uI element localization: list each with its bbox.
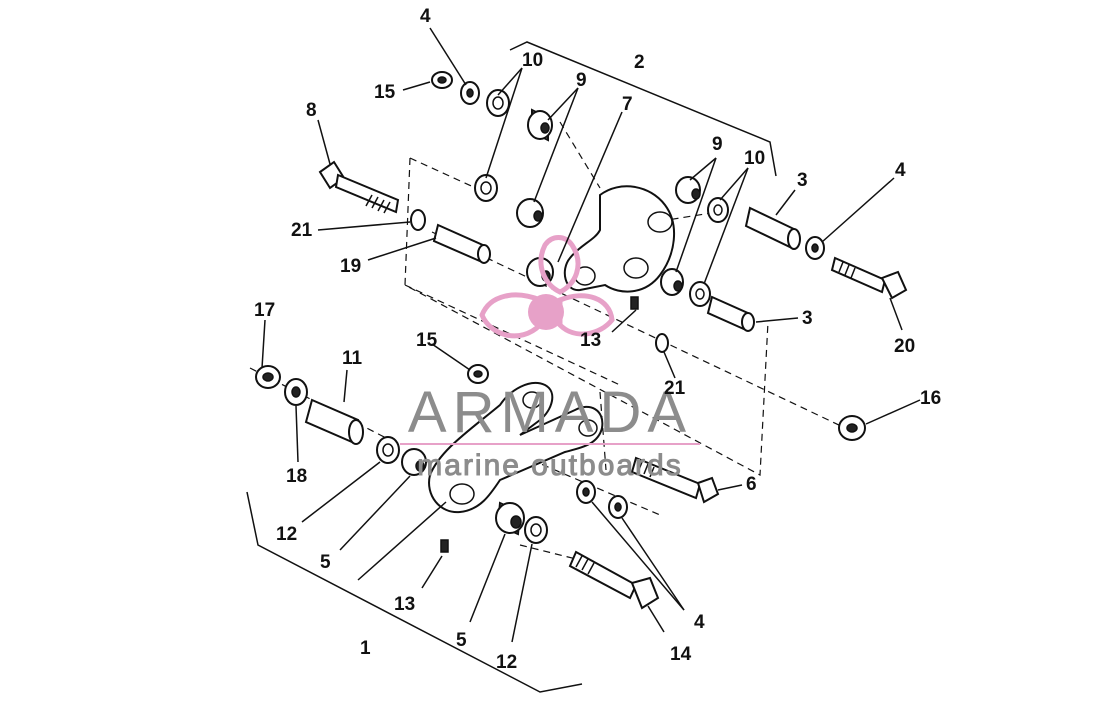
callout-19: 19 bbox=[340, 256, 361, 277]
part-nut-15-upper bbox=[431, 71, 453, 89]
part-nut-17 bbox=[255, 365, 281, 389]
propeller-hub-icon bbox=[528, 294, 564, 330]
callout-1: 1 bbox=[360, 638, 371, 659]
part-ring-10-center bbox=[474, 174, 498, 202]
callout-3: 3 bbox=[802, 308, 813, 329]
part-ring-10-right bbox=[707, 197, 729, 223]
callout-15: 15 bbox=[416, 330, 438, 351]
watermark-brand: ARMADA bbox=[408, 380, 692, 445]
part-washer-4-lower-b bbox=[608, 495, 628, 519]
callout-21: 21 bbox=[291, 220, 313, 241]
assembly-bracket-2 bbox=[509, 41, 777, 177]
part-bushing-9-right bbox=[675, 176, 701, 204]
propeller-logo-icon bbox=[479, 235, 615, 339]
callout-8: 8 bbox=[306, 100, 317, 121]
part-washer-4-upper bbox=[460, 81, 480, 105]
callout-10: 10 bbox=[522, 50, 543, 71]
part-washer-4-lower-a bbox=[576, 480, 596, 504]
callout-4: 4 bbox=[895, 160, 906, 181]
part-bolt-6 bbox=[630, 456, 720, 504]
part-oring-21-lower bbox=[655, 333, 669, 353]
part-nut-16 bbox=[838, 415, 866, 441]
callout-10: 10 bbox=[744, 148, 765, 169]
part-bushing-9-center bbox=[516, 198, 544, 228]
callout-9: 9 bbox=[712, 134, 723, 155]
part-washer-4-right bbox=[805, 236, 825, 260]
part-bushing-5-right bbox=[495, 501, 525, 536]
part-ring-12-right bbox=[524, 516, 548, 544]
callout-5: 5 bbox=[320, 552, 331, 573]
part-ring-10-upper bbox=[486, 89, 510, 117]
part-bolt-20 bbox=[830, 256, 908, 300]
callout-16: 16 bbox=[920, 388, 941, 409]
callout-3: 3 bbox=[797, 170, 808, 191]
callout-5: 5 bbox=[456, 630, 467, 651]
callout-7: 7 bbox=[622, 94, 633, 115]
watermark-tagline: marine outboards bbox=[417, 449, 682, 482]
callout-11: 11 bbox=[342, 348, 363, 369]
part-sleeve-19 bbox=[432, 223, 491, 264]
part-sleeve-3-upper bbox=[744, 206, 801, 250]
leader-lines bbox=[261, 27, 921, 643]
armada-watermark: ARMADA marine outboards bbox=[400, 235, 700, 483]
part-bolt-14 bbox=[568, 550, 660, 610]
part-bushing-9-right-lower bbox=[660, 268, 684, 296]
callout-12: 12 bbox=[496, 652, 517, 673]
callout-4: 4 bbox=[694, 612, 705, 633]
part-upper-link-7 bbox=[563, 185, 676, 293]
part-sleeve-11 bbox=[304, 398, 364, 445]
assembly-bracket-1 bbox=[246, 491, 583, 693]
callout-14: 14 bbox=[670, 644, 692, 665]
callout-21: 21 bbox=[664, 378, 686, 399]
part-oring-21-upper bbox=[410, 209, 426, 231]
callout-20: 20 bbox=[894, 336, 915, 357]
callout-6: 6 bbox=[746, 474, 757, 495]
callout-labels: 4 15 10 9 2 7 8 9 10 3 4 21 19 13 3 20 1… bbox=[254, 6, 941, 673]
part-ring-12-left bbox=[376, 436, 400, 464]
part-lower-link-assembly-1 bbox=[428, 382, 604, 514]
part-bushing-5-left bbox=[401, 448, 427, 476]
callout-13: 13 bbox=[580, 330, 601, 351]
callout-17: 17 bbox=[254, 300, 275, 321]
callout-15: 15 bbox=[374, 82, 396, 103]
callout-18: 18 bbox=[286, 466, 307, 487]
part-grease-nipple-13-upper bbox=[630, 296, 639, 310]
callout-13: 13 bbox=[394, 594, 415, 615]
part-ring-10-right-lower bbox=[689, 281, 711, 307]
callout-2: 2 bbox=[634, 52, 645, 73]
callout-9: 9 bbox=[576, 70, 587, 91]
part-washer-18 bbox=[284, 378, 308, 406]
part-bushing-9-upper bbox=[527, 108, 553, 142]
part-bolt-8 bbox=[318, 160, 400, 214]
callout-12: 12 bbox=[276, 524, 297, 545]
part-grease-nipple-13-lower bbox=[440, 539, 449, 553]
callout-4: 4 bbox=[420, 6, 431, 27]
part-sleeve-3-lower bbox=[706, 295, 755, 332]
part-nut-15-lower bbox=[467, 364, 489, 384]
